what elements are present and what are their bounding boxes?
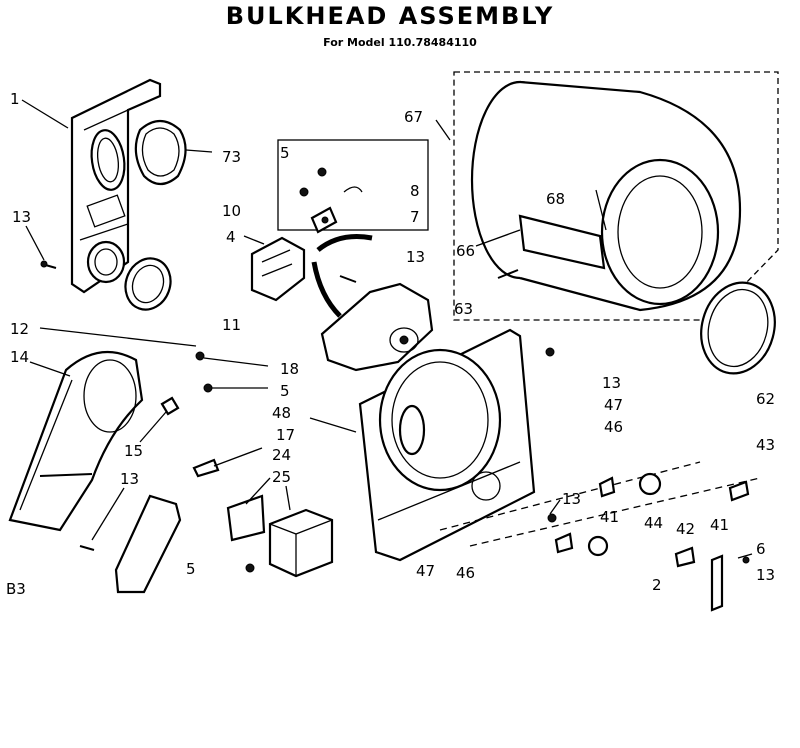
callout-62: 62 [756, 390, 775, 408]
callout-15: 15 [124, 442, 143, 460]
callout-41: 41 [710, 516, 729, 534]
callout-25: 25 [272, 468, 291, 486]
small-parts-drawing [114, 351, 334, 594]
callout-6: 6 [756, 540, 766, 558]
callout-13: 13 [602, 374, 621, 392]
callout-5: 5 [280, 382, 290, 400]
leader-lines [21, 99, 753, 559]
front-panel-drawing [70, 78, 162, 294]
callout-42: 42 [676, 520, 695, 538]
callout-8: 8 [410, 182, 420, 200]
callout-18: 18 [280, 360, 299, 378]
callout-5: 5 [280, 144, 290, 162]
diagram-title: BULKHEAD ASSEMBLY [225, 2, 555, 30]
callout-10: 10 [222, 202, 241, 220]
callout-13: 13 [756, 566, 775, 584]
callout-47: 47 [416, 562, 435, 580]
callout-13: 13 [562, 490, 581, 508]
callout-47: 47 [604, 396, 623, 414]
callout-17: 17 [276, 426, 295, 444]
callout-43: 43 [756, 436, 775, 454]
callout-2: 2 [652, 576, 662, 594]
inset-box-drawing [277, 139, 429, 234]
callout-13: 13 [12, 208, 31, 226]
drum-drawing [453, 71, 779, 321]
idler-assembly-drawing [250, 234, 434, 372]
blower-housing-drawing [8, 350, 144, 551]
callout-63: 63 [454, 300, 473, 318]
callout-labels: 1 73 13 5 10 4 8 7 13 11 67 68 66 63 62 … [6, 90, 775, 598]
door-seal-drawing [134, 119, 187, 186]
callout-41: 41 [600, 508, 619, 526]
diagram-subtitle: For Model 110.78484110 [323, 36, 477, 49]
front-ring-drawing [124, 257, 172, 311]
harness-drawing [439, 461, 761, 612]
callout-7: 7 [410, 208, 420, 226]
callout-4: 4 [226, 228, 236, 246]
callout-11: 11 [222, 316, 241, 334]
callout-13: 13 [120, 470, 139, 488]
callout-24: 24 [272, 446, 291, 464]
rear-bulkhead-drawing [358, 328, 555, 562]
callout-1: 1 [10, 90, 20, 108]
callout-73: 73 [222, 148, 241, 166]
callout-5: 5 [186, 560, 196, 578]
drum-ring-drawing [700, 281, 776, 375]
callout-67: 67 [404, 108, 423, 126]
footer-code: B3 [6, 580, 26, 598]
callout-68: 68 [546, 190, 565, 208]
callout-66: 66 [456, 242, 475, 260]
screw-13-left-drawing [40, 260, 57, 269]
callout-46: 46 [456, 564, 475, 582]
callout-44: 44 [644, 514, 663, 532]
callout-14: 14 [10, 348, 29, 366]
callout-46: 46 [604, 418, 623, 436]
callout-12: 12 [10, 320, 29, 338]
callout-48: 48 [272, 404, 291, 422]
callout-13: 13 [406, 248, 425, 266]
